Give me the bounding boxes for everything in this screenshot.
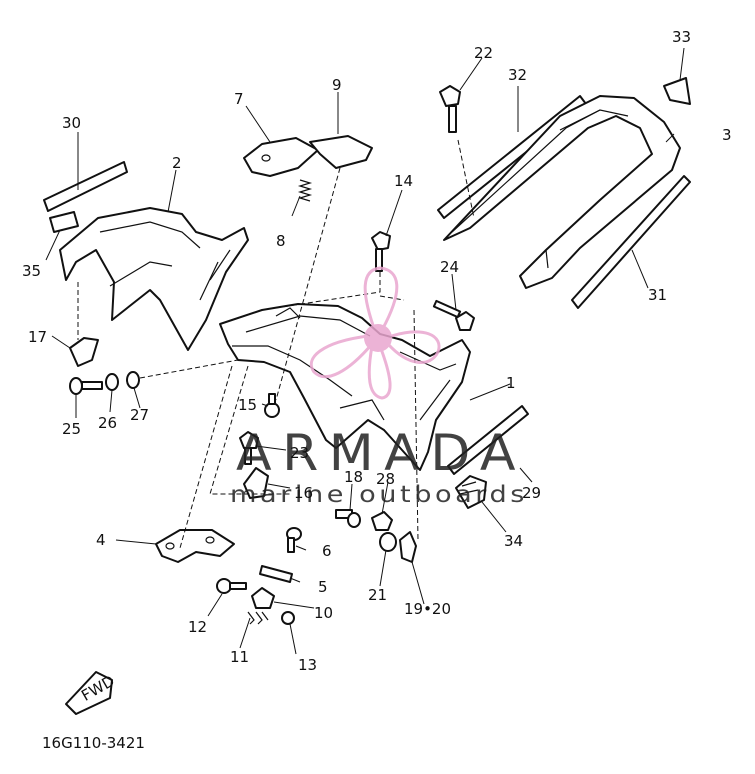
callout-19-20: 19•20 xyxy=(404,600,451,618)
callout-18: 18 xyxy=(344,468,363,486)
callout-31: 31 xyxy=(648,286,667,304)
callout-26: 26 xyxy=(98,414,117,432)
callout-25: 25 xyxy=(62,420,81,438)
part-6-screw xyxy=(286,527,302,553)
diagram-code: 16G110-3421 xyxy=(42,734,145,752)
callout-10: 10 xyxy=(314,604,333,622)
part-13-nut xyxy=(281,611,295,625)
part-19-20-bracket xyxy=(399,531,417,563)
callout-22: 22 xyxy=(474,44,493,62)
callout-34: 34 xyxy=(504,532,523,550)
part-11-clip xyxy=(247,611,269,625)
part-33-tag xyxy=(663,77,691,105)
callout-labels: 1 2 3 4 5 6 7 8 9 10 11 12 13 14 15 16 1… xyxy=(22,28,732,674)
callout-12: 12 xyxy=(188,618,207,636)
part-29-stripe xyxy=(447,405,529,475)
callout-21: 21 xyxy=(368,586,387,604)
fwd-arrow: FWD xyxy=(65,671,118,715)
callout-17: 17 xyxy=(28,328,47,346)
leader-lines xyxy=(45,47,685,655)
callout-8: 8 xyxy=(276,232,286,250)
part-1-rear-cowl xyxy=(219,303,471,471)
callout-28: 28 xyxy=(376,470,395,488)
armada-watermark: ARMADA marine outboards xyxy=(230,266,528,508)
part-21-collar xyxy=(379,532,397,552)
callout-9: 9 xyxy=(332,76,342,94)
part-12-bolt xyxy=(216,578,247,594)
alignment-lines xyxy=(77,139,475,549)
watermark-tagline: marine outboards xyxy=(230,482,528,508)
part-5-clip xyxy=(259,565,293,583)
callout-35: 35 xyxy=(22,262,41,280)
part-23-bolt xyxy=(239,431,259,465)
part-7-cowl xyxy=(243,137,319,177)
watermark-brand: ARMADA xyxy=(236,424,526,482)
callout-27: 27 xyxy=(130,406,149,424)
part-3-grab-rail xyxy=(443,95,681,289)
part-4-bracket xyxy=(155,529,235,563)
propeller-logo-icon xyxy=(309,266,441,400)
callout-4: 4 xyxy=(96,531,106,549)
callout-15: 15 xyxy=(238,396,257,414)
part-31-stripe xyxy=(571,175,691,309)
callout-29: 29 xyxy=(522,484,541,502)
part-9-cushion xyxy=(309,135,373,169)
part-28-bolt xyxy=(371,511,393,531)
part-15-bolt xyxy=(264,393,280,418)
part-18-bolt xyxy=(335,509,361,528)
part-22-bolt xyxy=(439,85,461,133)
callout-33: 33 xyxy=(672,28,691,46)
callout-24: 24 xyxy=(440,258,459,276)
callout-30: 30 xyxy=(62,114,81,132)
callout-3: 3 xyxy=(722,126,732,144)
callout-1: 1 xyxy=(506,374,516,392)
part-14-bolt xyxy=(371,231,391,272)
part-34-damper xyxy=(455,475,487,509)
callout-23: 23 xyxy=(290,444,309,462)
callout-5: 5 xyxy=(318,578,328,596)
part-17-bracket xyxy=(69,337,99,367)
callout-2: 2 xyxy=(172,154,182,172)
part-16-bracket xyxy=(243,467,269,499)
part-10-damper xyxy=(251,587,275,609)
callout-32: 32 xyxy=(508,66,527,84)
callout-16: 16 xyxy=(294,484,313,502)
part-8-spring xyxy=(297,179,313,202)
part-26-collar xyxy=(105,373,119,391)
part-35-emblem xyxy=(49,211,79,233)
part-2-side-cover xyxy=(59,207,249,351)
callout-14: 14 xyxy=(394,172,413,190)
callout-11: 11 xyxy=(230,648,249,666)
part-25-bolt xyxy=(69,377,103,395)
part-24-bolt xyxy=(432,299,475,331)
callout-7: 7 xyxy=(234,90,244,108)
callout-6: 6 xyxy=(322,542,332,560)
part-27-grommet xyxy=(126,371,140,389)
callout-13: 13 xyxy=(298,656,317,674)
part-30-decal xyxy=(43,161,128,212)
